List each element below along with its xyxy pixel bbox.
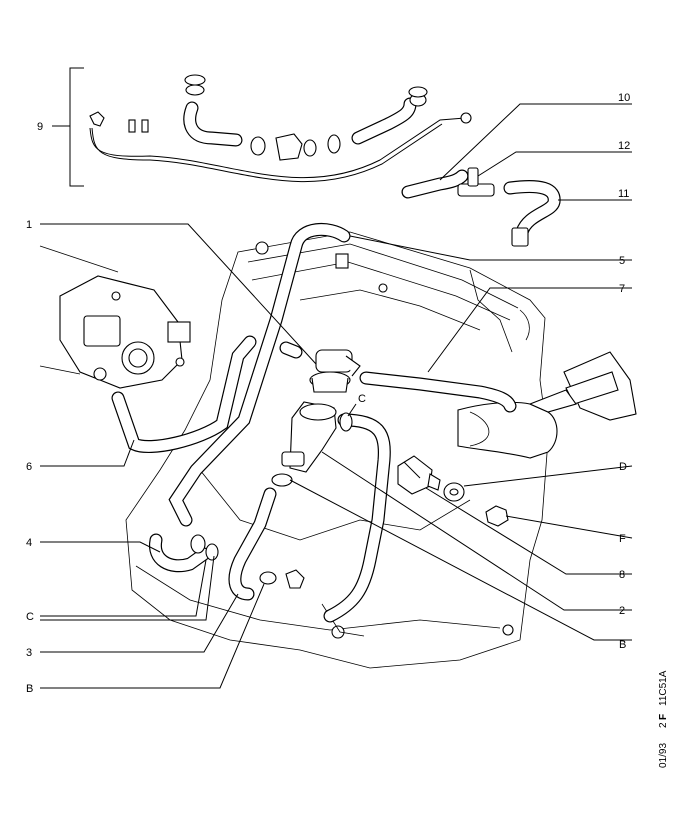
engine-hoses — [111, 222, 517, 623]
air-intake-duct — [457, 351, 637, 459]
throttle-body — [39, 245, 191, 389]
callout-6: 6 — [26, 461, 32, 473]
callout-d: D — [619, 461, 627, 473]
upper-hose-cluster — [401, 167, 561, 247]
leader-lines — [40, 103, 633, 689]
callout-c-left: C — [26, 611, 34, 623]
callout-7: 7 — [619, 283, 625, 295]
callout-b-left: B — [26, 683, 33, 695]
nut-F — [485, 505, 509, 527]
callout-1: 1 — [26, 219, 32, 231]
callout-labels: 9 10 12 11 1 5 7 C 6 D F 4 8 2 C B 3 B — [26, 92, 630, 695]
callout-2: 2 — [619, 605, 625, 617]
callout-5: 5 — [619, 255, 625, 267]
callout-12: 12 — [618, 140, 630, 152]
stamp-page-suffix: F — [658, 714, 669, 720]
callout-4: 4 — [26, 537, 32, 549]
callout-b-right: B — [619, 639, 626, 651]
washer-D-hole — [449, 488, 459, 496]
callout-10: 10 — [618, 92, 630, 104]
kit-9-group — [52, 67, 472, 187]
callout-3: 3 — [26, 647, 32, 659]
callout-c-top: C — [358, 393, 366, 405]
callout-11: 11 — [618, 188, 629, 200]
callout-f: F — [619, 533, 626, 545]
fitting-2 — [271, 401, 353, 487]
margin-stamp: 01/93 2 F 11C51A — [658, 670, 669, 768]
valve-1 — [309, 349, 361, 393]
sensor-8 — [397, 455, 441, 495]
engine-block — [125, 231, 549, 669]
clamps-lower-left — [190, 534, 305, 589]
stamp-drawing-code: 11C51A — [658, 670, 669, 706]
callout-8: 8 — [619, 569, 625, 581]
stamp-page: 2 — [658, 722, 669, 728]
callout-9: 9 — [37, 121, 43, 133]
stamp-date: 01/93 — [658, 743, 669, 768]
